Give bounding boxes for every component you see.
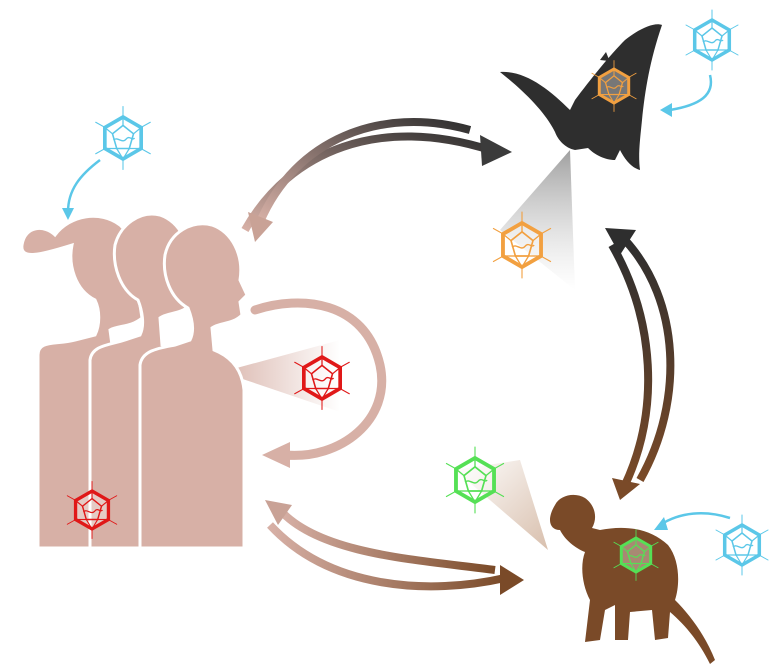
monkey-silhouette (550, 495, 715, 664)
bat-silhouette (500, 24, 662, 170)
virus-to-human-arrowhead (62, 208, 74, 220)
virus-to-monkey-arrowhead (654, 517, 668, 530)
virus-to-bat-curve (670, 75, 711, 110)
virus-to-monkey-curve (660, 513, 730, 525)
human-silhouettes (22, 214, 247, 548)
arrow-bat-to-monkey (612, 245, 648, 500)
virus-icon-environment-monkey (716, 515, 768, 575)
virus-to-bat-arrowhead (660, 103, 672, 117)
virus-icon-environment-bat (686, 10, 738, 70)
virus-icon-environment-human (96, 107, 151, 170)
arrow-monkey-to-human (265, 500, 495, 570)
virus-to-human-curve (68, 160, 100, 212)
bat-shed-cone (500, 150, 575, 290)
